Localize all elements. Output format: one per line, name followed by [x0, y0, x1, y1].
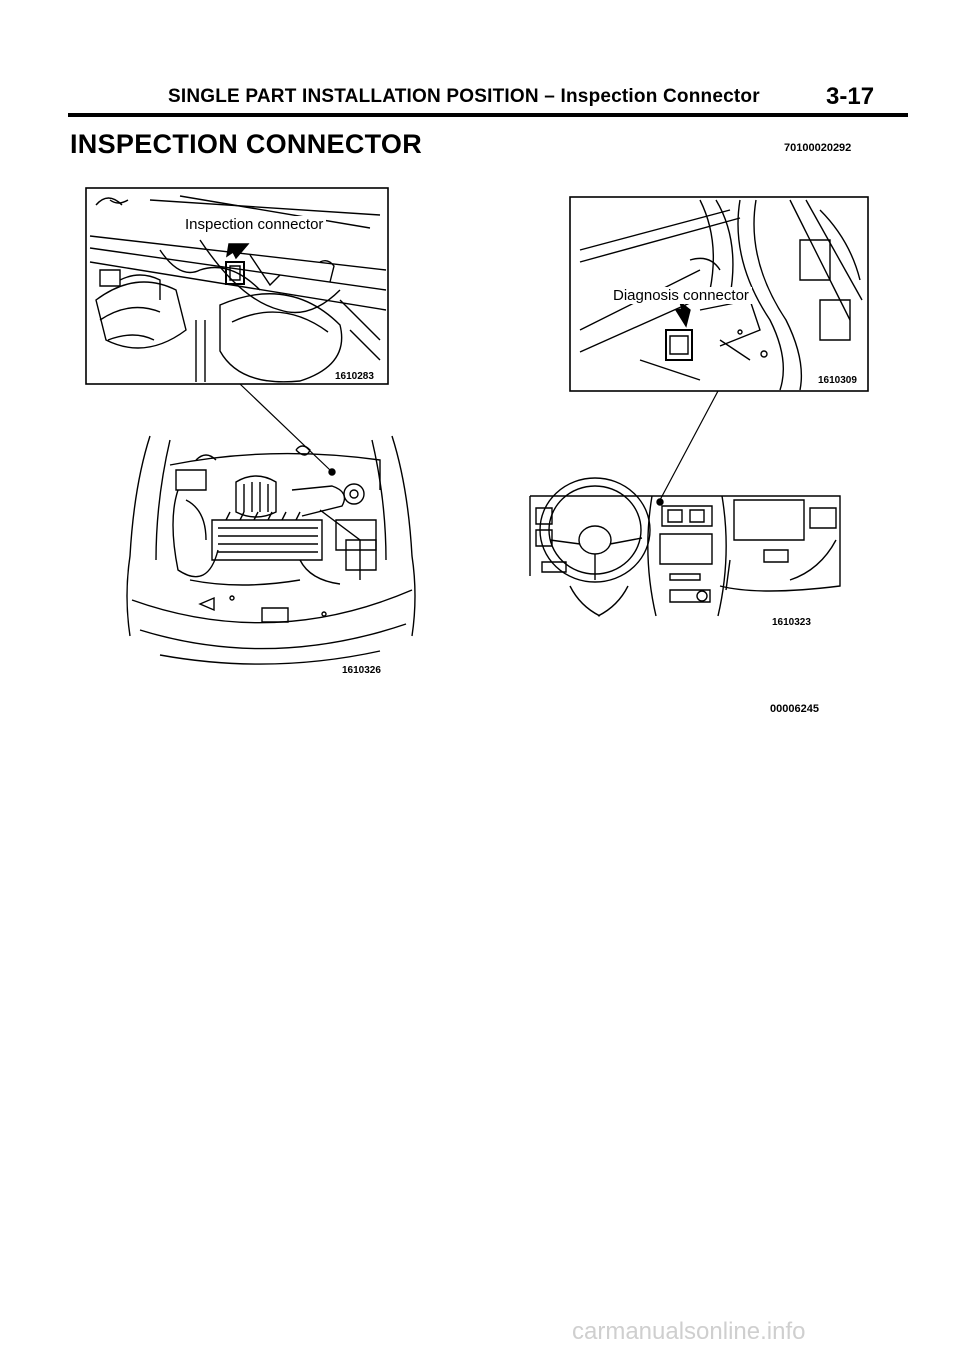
header-section: SINGLE PART INSTALLATION POSITION [168, 86, 539, 107]
dashboard-drawing [529, 477, 841, 617]
header-rule [68, 113, 908, 117]
header-separator: – [544, 86, 556, 107]
engine-bay-code: 1610326 [340, 665, 383, 676]
inspection-leader-dot [328, 468, 336, 476]
engine-bay-drawing [126, 435, 416, 665]
page-title: INSPECTION CONNECTOR [70, 129, 423, 159]
document-code: 70100020292 [784, 142, 852, 154]
inspection-closeup-drawing [89, 195, 387, 383]
header-subsection: Inspection Connector [560, 86, 760, 107]
inspection-connector-callout: Inspection connector [182, 216, 327, 233]
running-header: SINGLE PART INSTALLATION POSITION – Insp… [168, 86, 760, 108]
inspection-arrow [226, 243, 250, 260]
inspection-closeup-code: 1610283 [333, 371, 376, 382]
watermark: carmanualsonline.info [572, 1318, 806, 1345]
diagnosis-closeup-frame [569, 196, 869, 392]
diagnosis-leader-dot [656, 498, 664, 506]
dashboard-code: 1610323 [770, 617, 813, 628]
diagnosis-arrow [674, 300, 691, 328]
inspection-closeup-frame [85, 187, 389, 385]
diagnosis-leader-line [659, 390, 719, 501]
diagnosis-closeup-code: 1610309 [816, 375, 859, 386]
page-number: 3-17 [826, 83, 875, 110]
inspection-leader-line [239, 383, 331, 471]
figure-set-code: 00006245 [770, 703, 819, 715]
diagnosis-connector-callout: Diagnosis connector [610, 287, 752, 304]
